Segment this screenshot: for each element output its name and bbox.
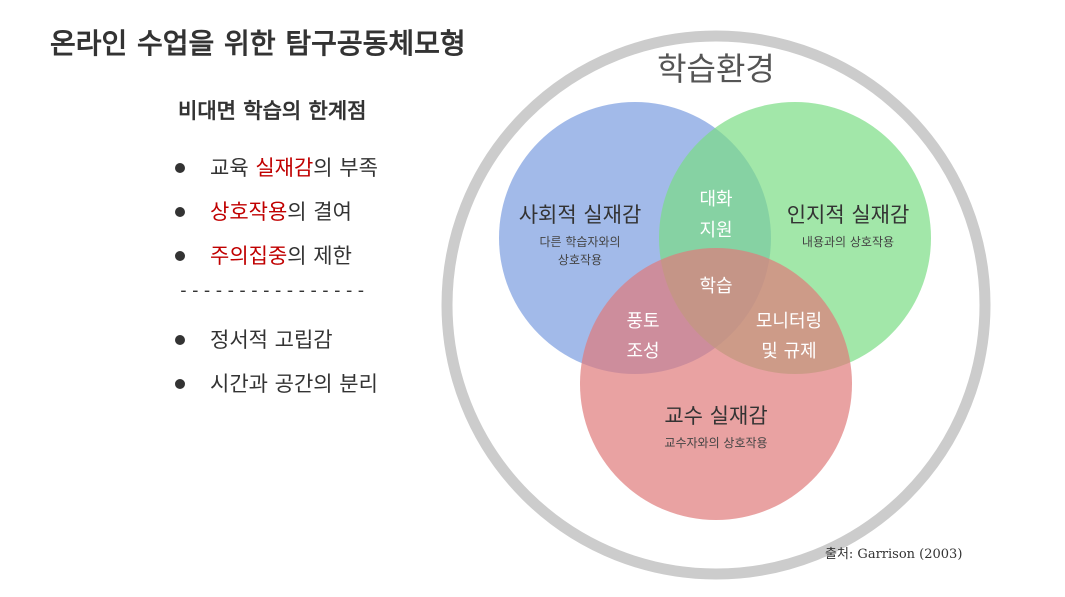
highlight-text: 실재감 bbox=[255, 156, 314, 180]
environment-label: 학습환경 bbox=[657, 50, 775, 88]
bullet-icon bbox=[175, 335, 185, 345]
list-item: 상호작용의 결여 bbox=[170, 194, 378, 238]
monitoring-regulation-label: 및 규제 bbox=[761, 341, 816, 362]
item-text: 교육 bbox=[210, 156, 256, 180]
teaching-presence-title: 교수 실재감 bbox=[664, 404, 767, 428]
dialogue-support-label: 대화 bbox=[699, 189, 732, 210]
climate-setting-label: 풍토 bbox=[626, 311, 659, 332]
item-text: 의 결여 bbox=[287, 200, 352, 224]
cognitive-presence-title: 인지적 실재감 bbox=[787, 203, 910, 227]
bullet-icon bbox=[175, 251, 185, 261]
dialogue-support-label: 지원 bbox=[699, 220, 732, 241]
list-item: 주의집중의 제한 bbox=[170, 238, 378, 282]
social-presence-desc: 다른 학습자와의 bbox=[539, 235, 620, 249]
limitations-heading: 비대면 학습의 한계점 bbox=[178, 98, 367, 123]
page-title: 온라인 수업을 위한 탐구공동체모형 bbox=[50, 27, 466, 60]
item-text: 의 제한 bbox=[287, 244, 352, 268]
bullet-icon bbox=[175, 379, 185, 389]
source-citation: 출처: Garrison (2003) bbox=[825, 547, 963, 562]
divider: ---------------- bbox=[178, 280, 368, 301]
issues-list: 정서적 고립감 시간과 공간의 분리 bbox=[170, 322, 378, 410]
item-text: 시간과 공간의 분리 bbox=[210, 372, 378, 396]
list-item: 교육 실재감의 부족 bbox=[170, 150, 378, 194]
bullet-icon bbox=[175, 163, 185, 173]
highlight-text: 상호작용 bbox=[210, 200, 288, 224]
bullet-icon bbox=[175, 207, 185, 217]
teaching-presence-circle bbox=[580, 248, 852, 520]
highlight-text: 주의집중 bbox=[210, 244, 288, 268]
cognitive-presence-desc: 내용과의 상호작용 bbox=[802, 235, 894, 249]
list-item: 시간과 공간의 분리 bbox=[170, 366, 378, 410]
list-item: 정서적 고립감 bbox=[170, 322, 378, 366]
learning-label: 학습 bbox=[699, 276, 732, 297]
learning-environment-circle bbox=[441, 30, 991, 580]
item-text: 정서적 고립감 bbox=[210, 328, 333, 352]
monitoring-regulation-label: 모니터링 bbox=[756, 311, 822, 332]
teaching-presence-desc: 교수자와의 상호작용 bbox=[664, 436, 767, 450]
social-presence-title: 사회적 실재감 bbox=[519, 203, 642, 227]
item-text: 의 부족 bbox=[313, 156, 378, 180]
climate-setting-label: 조성 bbox=[626, 341, 659, 362]
limitations-list: 교육 실재감의 부족 상호작용의 결여 주의집중의 제한 bbox=[170, 150, 378, 282]
social-presence-desc: 상호작용 bbox=[558, 253, 602, 267]
